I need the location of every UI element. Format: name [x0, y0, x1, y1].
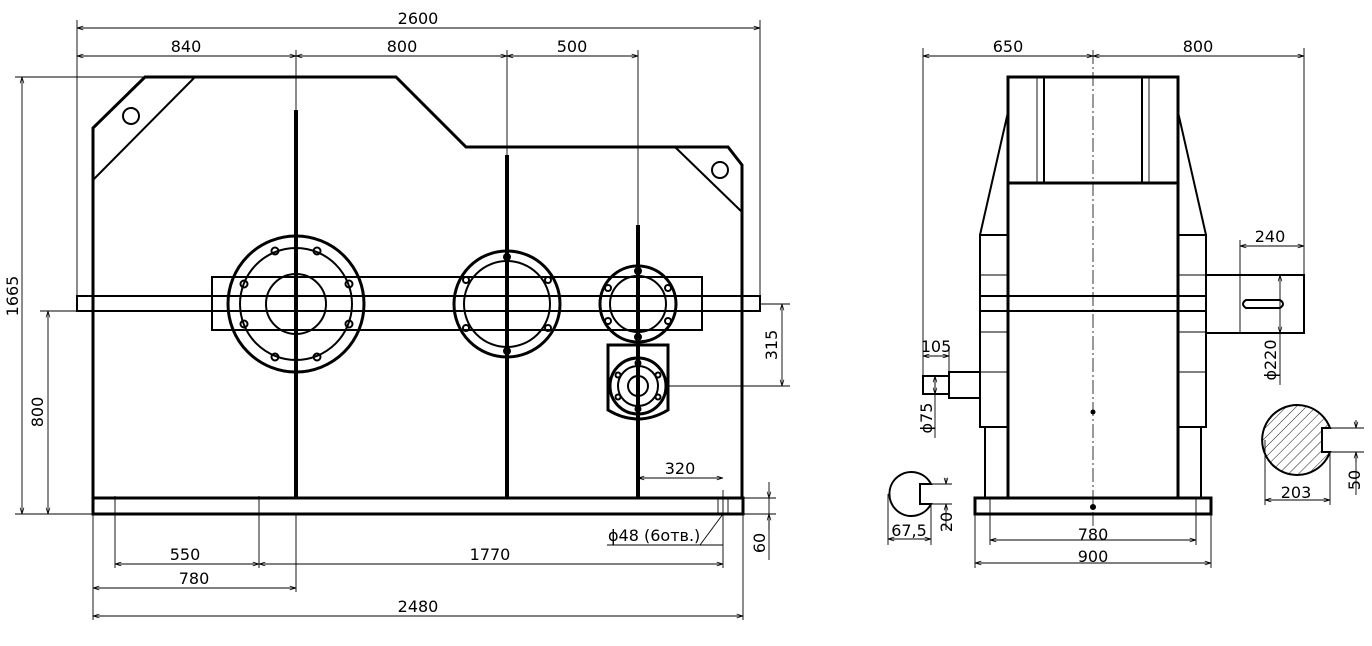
gusset-right — [674, 146, 743, 213]
lifting-hole-right — [711, 161, 729, 179]
bolt-circle-3 — [604, 267, 672, 341]
section-large-dia: 203 — [1281, 483, 1312, 502]
base-plate — [91, 496, 745, 516]
bolt-circle-1 — [239, 246, 354, 362]
dim-overall-height: 1665 — [3, 276, 22, 317]
bearing-flange-1 — [239, 247, 353, 361]
bolt-circle-4 — [614, 359, 662, 413]
dim-foot-thickness: 60 — [750, 533, 769, 553]
dim-hole-note: ϕ48 (6отв.) — [608, 526, 700, 545]
dim-shaft-dia-small: ϕ75 — [917, 403, 936, 434]
side-view: 650 800 240 ϕ220 105 ϕ75 7 — [917, 37, 1305, 568]
output-shaft — [1205, 274, 1305, 334]
dim-span-left: 840 — [171, 37, 202, 56]
dim-shaft-dia-large: ϕ220 — [1261, 339, 1280, 380]
bearing-bore-1 — [265, 273, 327, 335]
dim-base-780: 780 — [179, 569, 210, 588]
bearing-cover-3 — [598, 264, 678, 344]
dim-output-offset: 315 — [762, 330, 781, 361]
input-housing — [606, 343, 670, 421]
front-dimensions: 2600 840 800 500 1665 800 315 320 — [3, 9, 790, 620]
bearing-cover-1 — [226, 234, 366, 374]
side-dimensions: 650 800 240 ϕ220 105 ϕ75 7 — [917, 37, 1305, 568]
split-flange-boss — [211, 276, 703, 331]
lug-right — [1177, 234, 1207, 428]
dim-base-1770: 1770 — [470, 545, 511, 564]
gusset-left — [92, 76, 196, 181]
dim-top-left: 650 — [993, 37, 1024, 56]
front-view: 2600 840 800 500 1665 800 315 320 — [3, 9, 790, 620]
dim-span-mid: 800 — [387, 37, 418, 56]
dim-bolt-offset: 320 — [665, 459, 696, 478]
section-large-shaft: 50 203 — [1261, 404, 1364, 505]
section-small-key: 20 — [937, 512, 956, 532]
dim-base-inner: 780 — [1078, 525, 1109, 544]
dim-span-right: 500 — [557, 37, 588, 56]
dim-overall-width: 2600 — [398, 9, 439, 28]
lug-left — [979, 234, 1009, 428]
bolt-circle-2 — [462, 253, 552, 355]
dim-base-length: 2480 — [398, 597, 439, 616]
lifting-hole-left — [122, 107, 140, 125]
input-shaft — [627, 375, 649, 397]
dim-base-outer: 900 — [1078, 547, 1109, 566]
dim-shaft-ext: 240 — [1255, 227, 1286, 246]
input-shaft — [948, 371, 981, 399]
section-small-shaft: 20 67,5 — [887, 471, 956, 545]
housing-outline — [91, 75, 744, 498]
split-flange — [76, 295, 761, 312]
section-large-key: 50 — [1345, 470, 1364, 490]
dim-axis-height: 800 — [28, 397, 47, 428]
dim-shaft-len-small: 105 — [921, 337, 952, 356]
section-small-dia: 67,5 — [891, 521, 927, 540]
bearing-cover-2 — [452, 249, 562, 359]
dim-top-right: 800 — [1183, 37, 1214, 56]
dim-base-550: 550 — [170, 545, 201, 564]
bearing-flange-3 — [609, 275, 667, 333]
